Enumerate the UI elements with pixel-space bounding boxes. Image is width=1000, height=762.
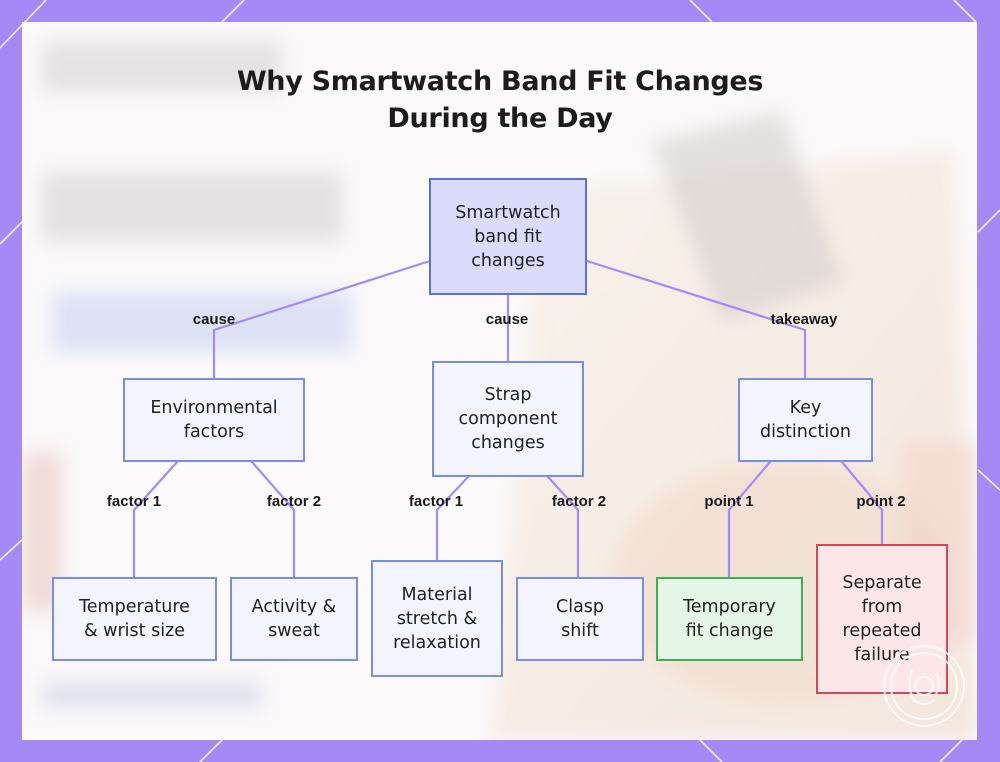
watermark-seal-icon xyxy=(883,645,965,727)
node-temperature-wrist-size: Temperature & wrist size xyxy=(52,577,217,661)
node-environmental-factors: Environmental factors xyxy=(123,378,305,462)
title-line-2: During the Day xyxy=(387,103,613,134)
edge-label-root-environmental: cause xyxy=(192,311,236,328)
title-line-1: Why Smartwatch Band Fit Changes xyxy=(236,66,764,97)
edge-key-temporary xyxy=(727,460,772,579)
edge-label-root-key: takeaway xyxy=(770,311,838,328)
edge-label-strap-clasp: factor 2 xyxy=(551,493,607,510)
node-strap-component-changes-label: Strap component changes xyxy=(458,385,558,453)
edge-label-key-separate: point 2 xyxy=(856,493,906,510)
diagram-title: Why Smartwatch Band Fit Changes During t… xyxy=(0,63,1000,137)
node-clasp-shift-label: Clasp shift xyxy=(555,597,605,641)
edge-root-environmental xyxy=(212,259,432,380)
node-temporary-fit-change: Temporary fit change xyxy=(656,577,803,661)
edge-label-environmental-temperature: factor 1 xyxy=(106,493,162,510)
node-activity-sweat-label: Activity & sweat xyxy=(251,597,337,641)
node-separate-from-repeated-failure-label: Separate from repeated failure xyxy=(842,573,922,665)
node-root: Smartwatch band fit changes xyxy=(429,178,587,295)
node-key-distinction: Key distinction xyxy=(738,378,873,462)
edge-root-key xyxy=(585,259,807,380)
edge-label-root-strap: cause xyxy=(485,311,529,328)
edge-strap-material xyxy=(435,475,470,562)
node-strap-component-changes: Strap component changes xyxy=(432,361,584,477)
edge-label-environmental-activity: factor 2 xyxy=(266,493,322,510)
node-separate-from-repeated-failure: Separate from repeated failure xyxy=(816,544,948,694)
node-material-stretch-label: Material stretch & relaxation xyxy=(393,584,481,653)
node-root-label: Smartwatch band fit changes xyxy=(455,202,561,271)
node-temperature-wrist-size-label: Temperature & wrist size xyxy=(79,597,190,641)
node-activity-sweat: Activity & sweat xyxy=(230,577,358,661)
edge-label-strap-material: factor 1 xyxy=(408,493,464,510)
node-key-distinction-label: Key distinction xyxy=(759,398,852,442)
node-clasp-shift: Clasp shift xyxy=(516,577,644,661)
edge-environmental-activity xyxy=(250,460,296,579)
node-environmental-factors-label: Environmental factors xyxy=(150,398,278,442)
edge-environmental-temperature xyxy=(132,460,179,579)
edge-label-key-temporary: point 1 xyxy=(704,493,754,510)
edge-strap-clasp xyxy=(546,475,580,579)
edge-key-separate xyxy=(840,460,884,546)
node-temporary-fit-change-label: Temporary fit change xyxy=(683,597,776,641)
node-material-stretch: Material stretch & relaxation xyxy=(371,560,503,677)
